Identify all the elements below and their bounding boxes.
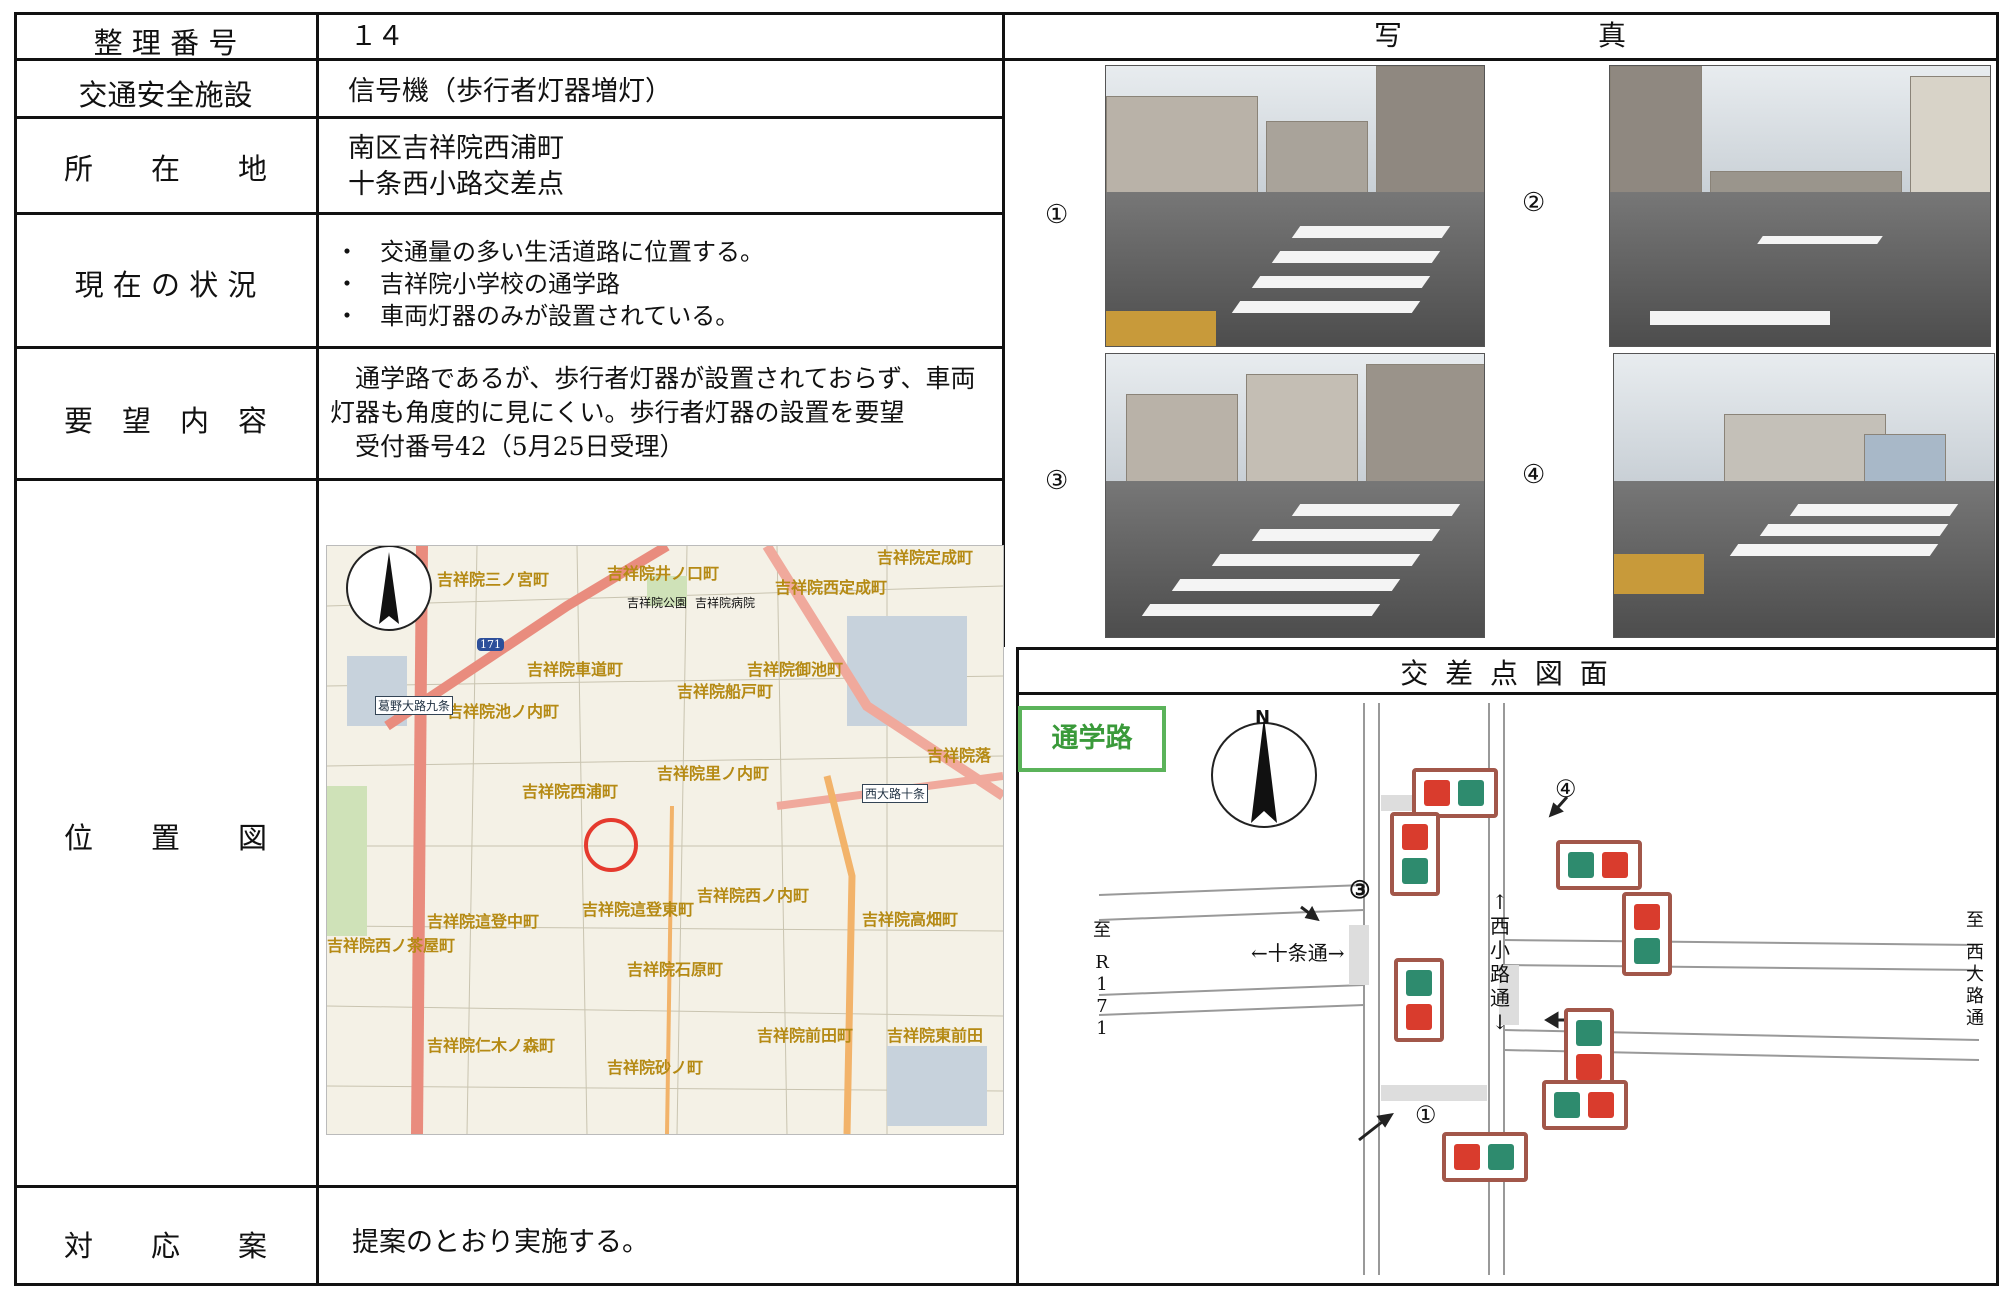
map-label: 吉祥院里ノ内町 [657, 764, 770, 783]
diagram-marker-1: ① [1415, 1101, 1437, 1129]
status-item: ・交通量の多い生活道路に位置する。 [335, 238, 764, 266]
pedestrian-signal [1622, 892, 1672, 976]
map-station-label: 葛野大路九条 [375, 696, 454, 715]
location-line-2: 十条西小路交差点 [348, 169, 564, 200]
map-label: 吉祥院三ノ宮町 [437, 570, 550, 589]
map-label: 吉祥院前田町 [757, 1026, 854, 1045]
map-label: 吉祥院西定成町 [775, 578, 888, 597]
map-label: 吉祥院西ノ茶屋町 [327, 936, 456, 955]
facility-value: 信号機（歩行者灯器増灯） [348, 76, 672, 107]
photo-3 [1105, 353, 1485, 638]
map-label: 吉祥院定成町 [877, 548, 974, 567]
label-response: 対 応 案 [63, 1229, 267, 1263]
route-badge: 171 [477, 638, 504, 651]
pedestrian-signal [1394, 958, 1444, 1042]
location-line-1: 南区吉祥院西浦町 [348, 133, 564, 164]
diagram-north-label: N [1255, 707, 1271, 728]
map-label: 吉祥院井ノ口町 [607, 564, 720, 583]
seiri-bango-value: １４ [350, 21, 404, 52]
request-text: 通学路であるが、歩行者灯器が設置されておらず、車両 灯器も角度的に見にくい。歩行… [330, 364, 976, 461]
photos-header: 写 真 [1373, 19, 1626, 52]
label-seiri-bango: 整 理 番 号 [93, 26, 238, 60]
pedestrian-signal [1542, 1080, 1628, 1130]
map-label: 吉祥院高畑町 [862, 910, 959, 929]
map-label: 吉祥院落 [927, 746, 992, 765]
map-label: 吉祥院車道町 [527, 660, 624, 679]
intersection-graphics [1098, 703, 1980, 1275]
photo-2 [1609, 65, 1991, 347]
map-label: 吉祥院公園 [627, 596, 688, 610]
map-label: 吉祥院西浦町 [522, 782, 619, 801]
map-label: 吉祥院仁木ノ森町 [427, 1036, 556, 1055]
pedestrian-signal [1556, 840, 1642, 890]
map-label: 吉祥院砂ノ町 [607, 1058, 704, 1077]
label-current-status: 現 在 の 状 況 [74, 268, 257, 302]
status-item: ・吉祥院小学校の通学路 [335, 270, 620, 298]
label-facility: 交通安全施設 [78, 78, 253, 112]
pedestrian-signal [1564, 1008, 1614, 1092]
right-destination-label: 至西大路通 [1966, 910, 1984, 1029]
map-station-label: 西大路十条 [862, 784, 929, 803]
map-label: 吉祥院這登東町 [582, 900, 695, 919]
pedestrian-signal [1390, 812, 1440, 896]
photo-marker-3: ③ [1045, 466, 1069, 496]
map-label: 吉祥院石原町 [627, 960, 724, 979]
main-street-label: ↑西小路通↓ [1490, 890, 1510, 1034]
map-label: 吉祥院這登中町 [427, 912, 540, 931]
school-route-badge: 通学路 [1018, 706, 1166, 772]
map-label: 吉祥院御池町 [747, 660, 844, 679]
cross-street-label: ←十条通→ [1251, 941, 1345, 965]
label-request: 要 望 内 容 [63, 404, 267, 438]
diagram-marker-4: ④ [1555, 775, 1577, 803]
photo-4 [1613, 353, 1995, 638]
photo-1 [1105, 65, 1485, 347]
label-location-map: 位 置 図 [63, 821, 267, 855]
photo-marker-1: ① [1045, 200, 1069, 230]
map-label: 吉祥院病院 [695, 596, 756, 610]
response-value: 提案のとおり実施する。 [352, 1227, 649, 1258]
status-bullets: ・交通量の多い生活道路に位置する。 ・吉祥院小学校の通学路 ・車両灯器のみが設置… [335, 236, 764, 332]
map-label: 吉祥院船戸町 [677, 682, 774, 701]
photo-marker-2: ② [1522, 188, 1546, 218]
intersection-header: 交 差 点 図 面 [1400, 657, 1612, 690]
location-map: N 吉祥院定成町 吉祥院三ノ宮町 吉祥院井ノ口町 吉祥院西定成町 吉祥院公園 吉… [326, 545, 1004, 1135]
pedestrian-signal [1442, 1132, 1528, 1182]
photo-marker-4: ④ [1522, 460, 1546, 490]
map-label: 吉祥院池ノ内町 [447, 702, 560, 721]
status-item: ・車両灯器のみが設置されている。 [335, 302, 740, 330]
label-location: 所 在 地 [63, 152, 267, 186]
map-label: 吉祥院東前田 [887, 1026, 984, 1045]
diagram-marker-3: ③ [1349, 875, 1371, 904]
map-label: 吉祥院西ノ内町 [697, 886, 810, 905]
pedestrian-signal [1412, 768, 1498, 818]
